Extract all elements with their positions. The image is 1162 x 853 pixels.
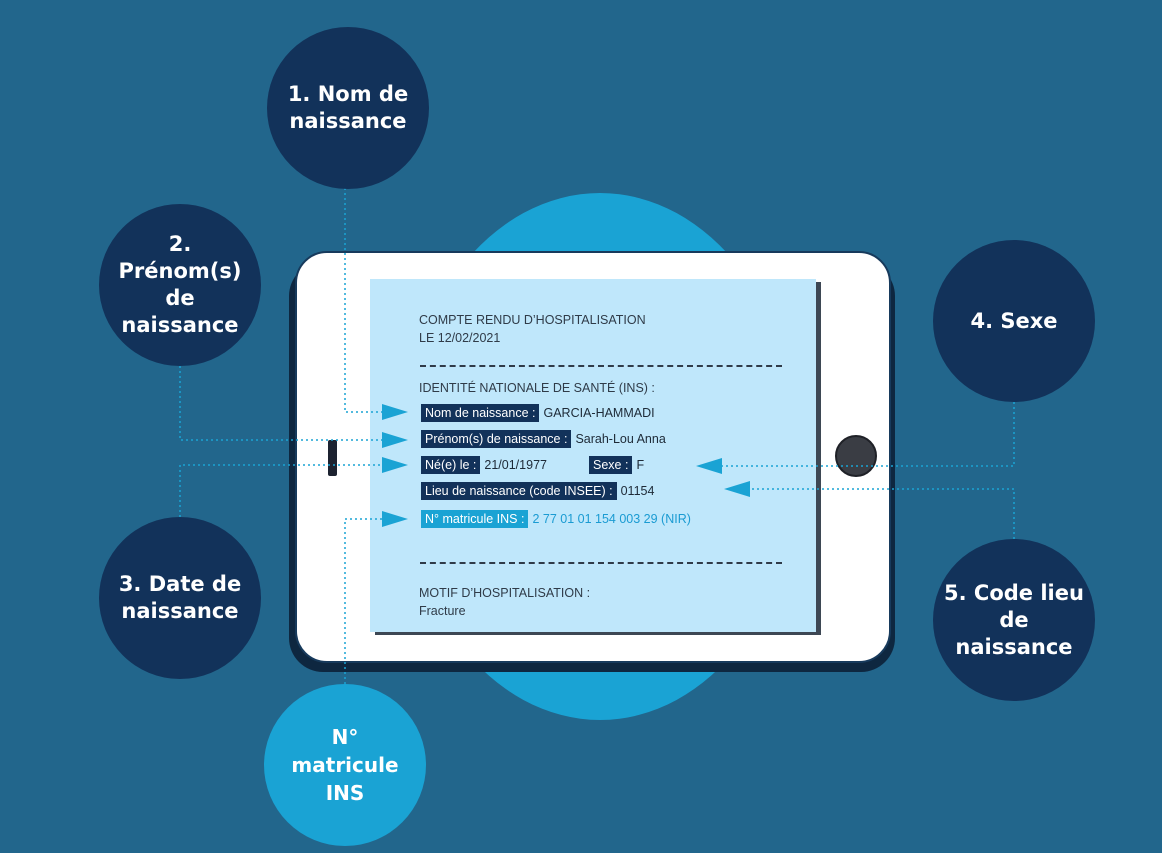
divider [420, 562, 782, 564]
motif-heading: MOTIF D’HOSPITALISATION : [419, 586, 591, 600]
bubble-prenom-label: 2. Prénom(s) de naissance [118, 232, 242, 337]
bubble-sexe-label: 4. Sexe [970, 308, 1058, 333]
ins-heading: IDENTITÉ NATIONALE DE SANTÉ (INS) : [419, 381, 655, 395]
divider [420, 365, 782, 367]
field-nom-label: Nom de naissance : [421, 404, 540, 422]
field-sexe-value: F [636, 458, 645, 472]
field-nom: Nom de naissance :GARCIA-HAMMADI [421, 404, 655, 422]
bubble-nom-naissance: 1. Nom de naissance [267, 27, 429, 189]
bubble-prenom-naissance: 2. Prénom(s) de naissance [99, 204, 261, 366]
bubble-date-naissance: 3. Date de naissance [99, 517, 261, 679]
field-matricule: N° matricule INS :2 77 01 01 154 003 29 … [421, 510, 691, 528]
bubble-matricule-label: N° matricule INS [291, 725, 399, 805]
field-lieu-label: Lieu de naissance (code INSEE) : [421, 482, 617, 500]
document-date: LE 12/02/2021 [419, 331, 501, 345]
bubble-matricule-ins: N° matricule INS [264, 684, 426, 846]
bubble-nom-label: 1. Nom de naissance [287, 82, 409, 133]
bubble-sexe: 4. Sexe [933, 240, 1095, 402]
field-prenom-value: Sarah-Lou Anna [575, 432, 666, 446]
bubble-code-lieu-label: 5. Code lieu de naissance [944, 580, 1084, 659]
field-date-value: 21/01/1977 [484, 458, 547, 472]
field-nom-value: GARCIA-HAMMADI [543, 406, 655, 420]
field-lieu: Lieu de naissance (code INSEE) :01154 [421, 482, 654, 500]
field-sexe: Sexe :F [589, 456, 644, 474]
field-date: Né(e) le :21/01/1977 [421, 456, 547, 474]
document-screen: COMPTE RENDU D’HOSPITALISATION LE 12/02/… [370, 279, 816, 632]
tablet-home-button [835, 435, 877, 477]
document-title: COMPTE RENDU D’HOSPITALISATION [419, 313, 646, 327]
bubble-code-lieu: 5. Code lieu de naissance [933, 539, 1095, 701]
tablet-camera [328, 440, 337, 476]
field-date-label: Né(e) le : [421, 456, 481, 474]
field-prenom-label: Prénom(s) de naissance : [421, 430, 572, 448]
field-lieu-value: 01154 [620, 484, 655, 498]
field-prenom: Prénom(s) de naissance :Sarah-Lou Anna [421, 430, 666, 448]
motif-value: Fracture [419, 604, 466, 618]
field-matricule-label: N° matricule INS : [421, 510, 529, 528]
field-sexe-label: Sexe : [589, 456, 633, 474]
bubble-date-label: 3. Date de naissance [118, 572, 242, 623]
field-matricule-value: 2 77 01 01 154 003 29 (NIR) [532, 512, 691, 526]
